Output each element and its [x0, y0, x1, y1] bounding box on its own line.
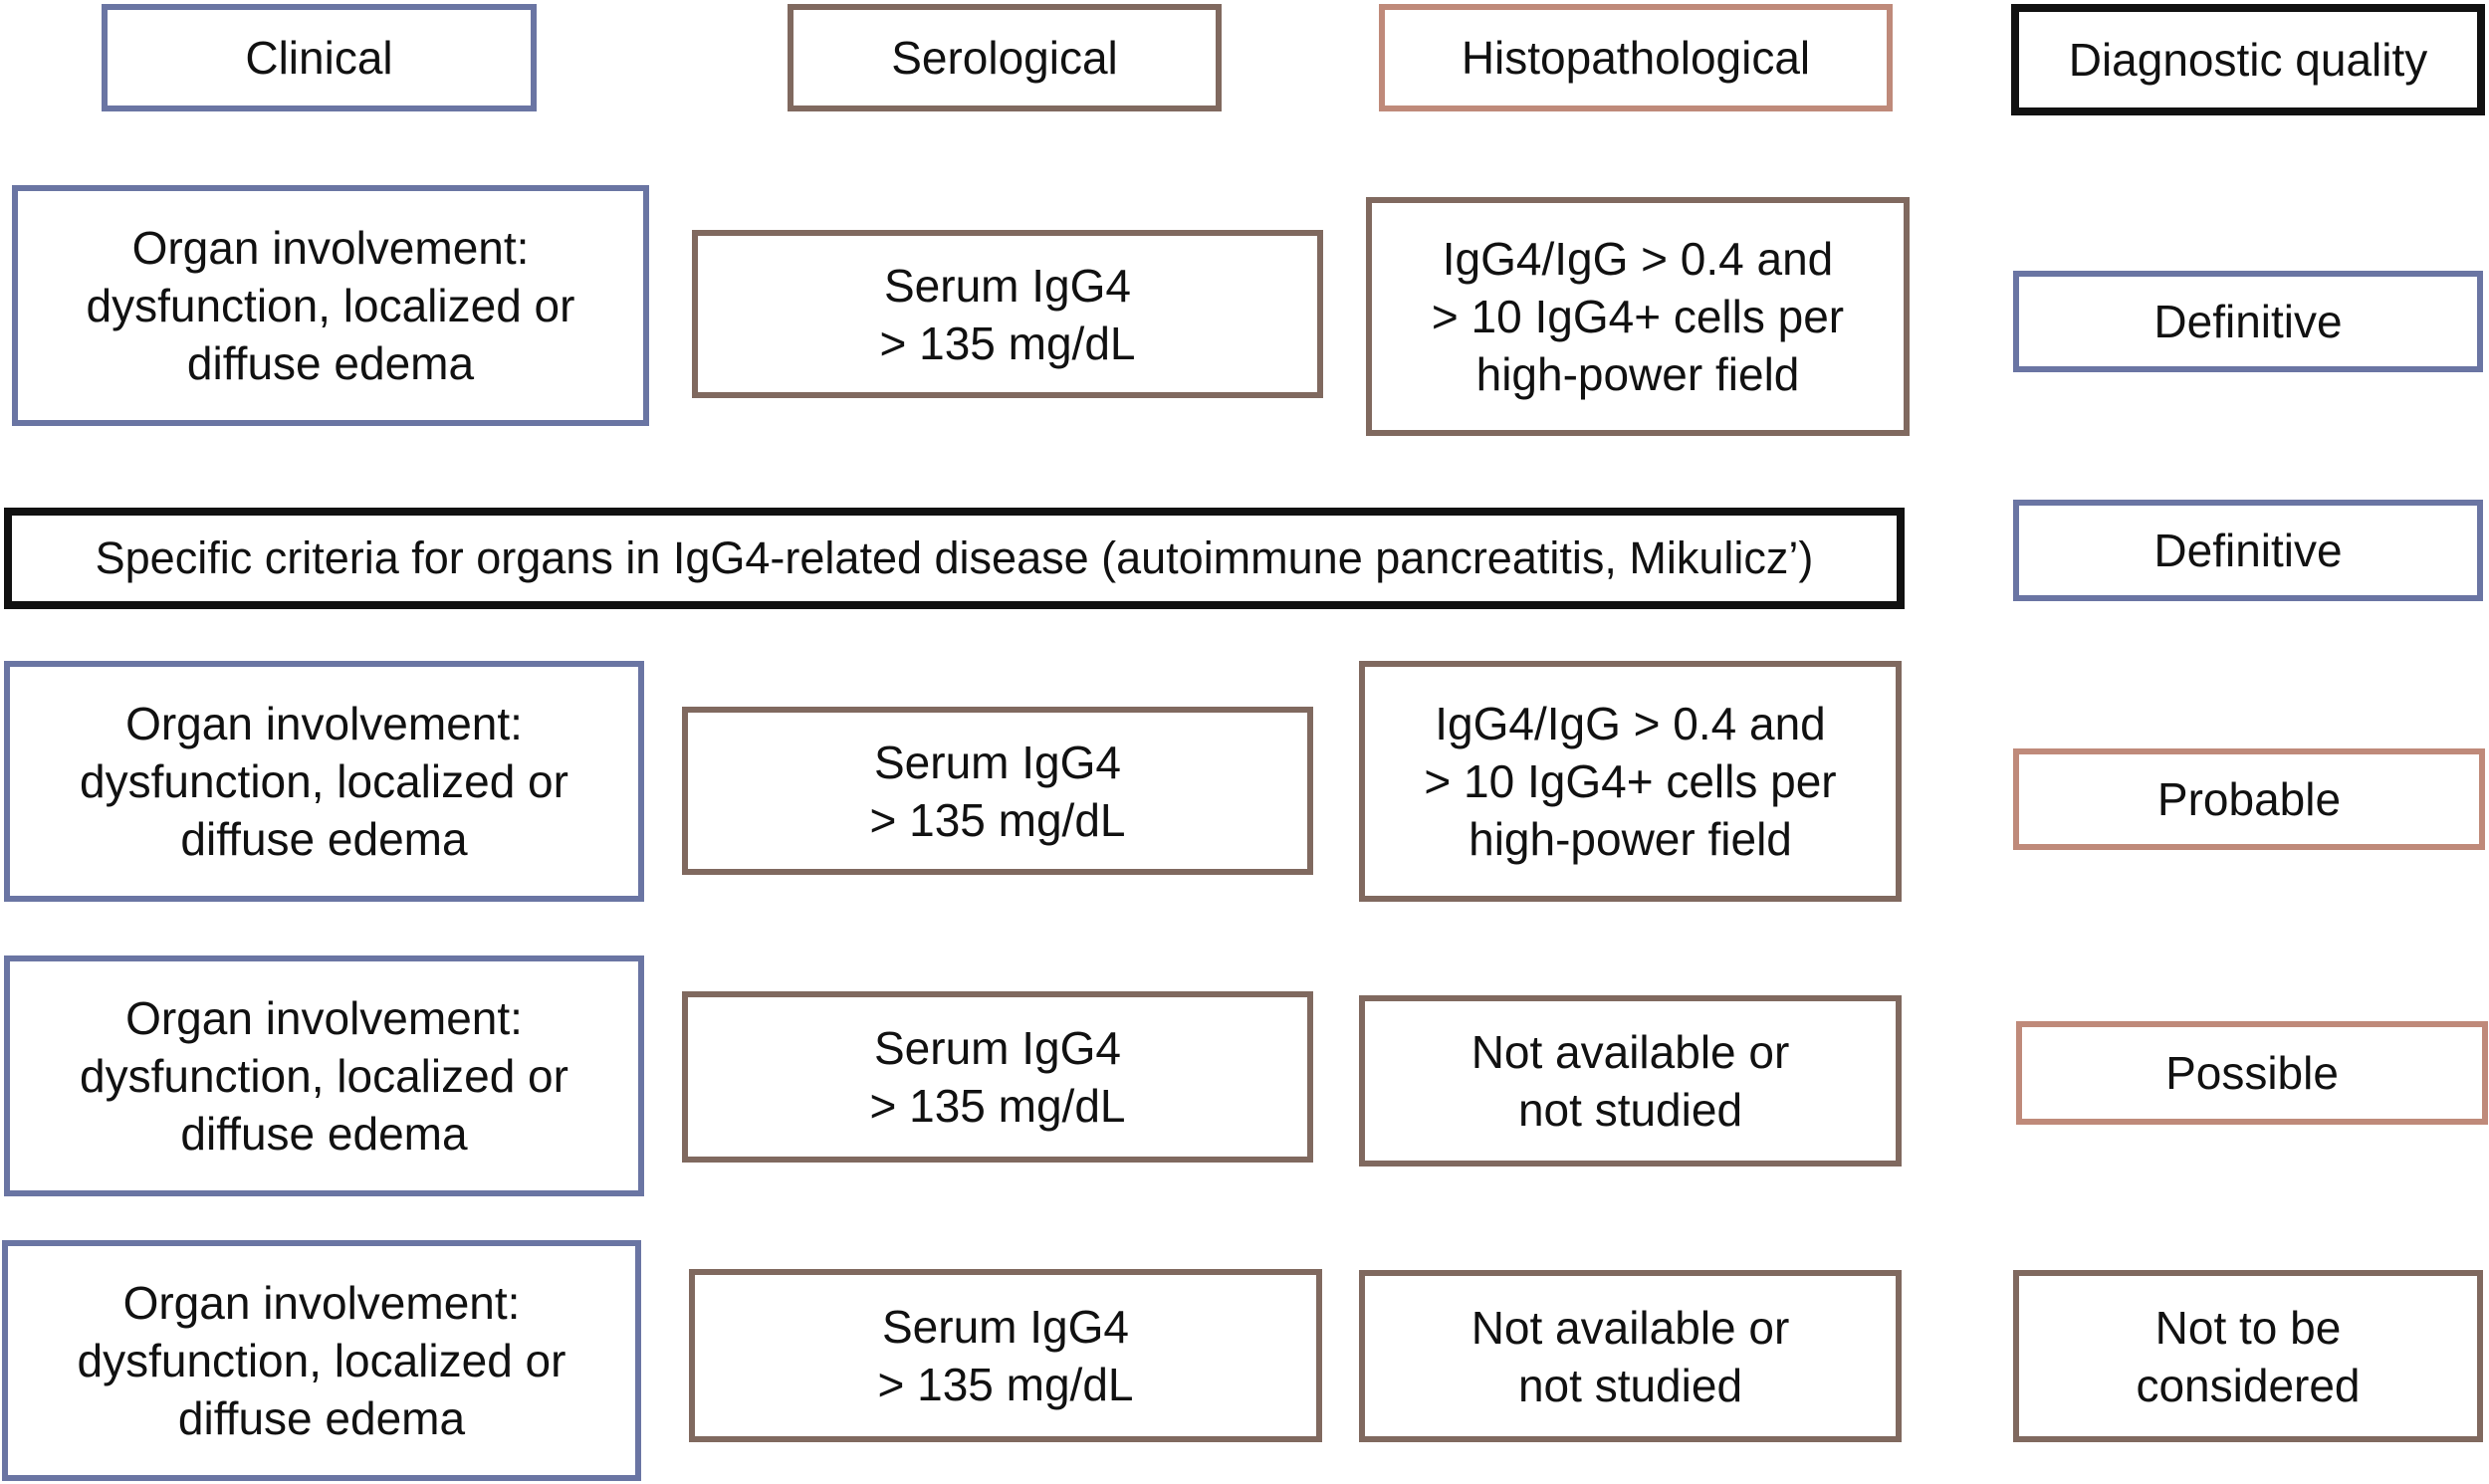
row-4-quality-possible: Possible [2016, 1021, 2488, 1125]
row-3-quality-probable: Probable [2013, 748, 2485, 850]
row-1-clinical: Organ involvement: dysfunction, localize… [12, 185, 649, 426]
row-4-serological: Serum IgG4 > 135 mg/dL [682, 991, 1313, 1163]
row-3-histopathological: IgG4/IgG > 0.4 and > 10 IgG4+ cells per … [1359, 661, 1902, 902]
row-2-specific-criteria: Specific criteria for organs in IgG4-rel… [4, 508, 1905, 609]
row-4-clinical: Organ involvement: dysfunction, localize… [4, 955, 644, 1196]
row-3-clinical: Organ involvement: dysfunction, localize… [4, 661, 644, 902]
header-histopathological: Histopathological [1379, 4, 1893, 111]
row-4-histopathological: Not available or not studied [1359, 995, 1902, 1166]
row-5-serological: Serum IgG4 > 135 mg/dL [689, 1269, 1322, 1442]
header-clinical: Clinical [102, 4, 537, 111]
row-3-serological: Serum IgG4 > 135 mg/dL [682, 707, 1313, 875]
row-5-histopathological: Not available or not studied [1359, 1270, 1902, 1442]
row-2-quality-definitive: Definitive [2013, 500, 2483, 601]
row-1-histopathological: IgG4/IgG > 0.4 and > 10 IgG4+ cells per … [1366, 197, 1910, 436]
row-5-clinical: Organ involvement: dysfunction, localize… [2, 1240, 641, 1481]
header-diagnostic-quality: Diagnostic quality [2011, 4, 2485, 115]
row-1-serological: Serum IgG4 > 135 mg/dL [692, 230, 1323, 398]
header-serological: Serological [788, 4, 1222, 111]
row-1-quality-definitive: Definitive [2013, 271, 2483, 372]
row-5-quality-not-to-be-considered: Not to be considered [2013, 1270, 2483, 1442]
